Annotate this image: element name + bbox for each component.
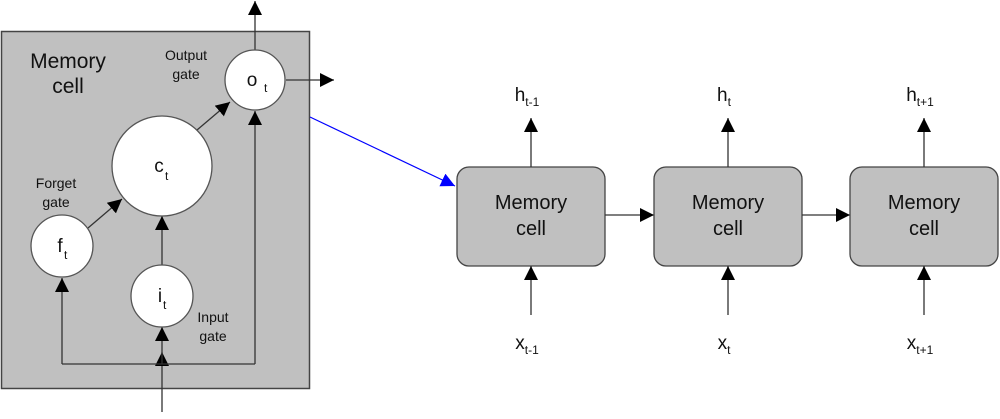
svg-text:t: t <box>64 248 68 262</box>
svg-text:gate: gate <box>199 328 226 344</box>
memory-cell-box <box>653 166 803 267</box>
input-label: xt-1 <box>515 333 539 357</box>
hidden-state-label: ht+1 <box>906 85 934 109</box>
svg-text:t: t <box>165 169 169 183</box>
svg-text:o: o <box>247 70 258 91</box>
svg-text:gate: gate <box>42 194 69 210</box>
unrolled-chain: Memory cell ht-1 xt-1 Memory cell ht xt Memory ce… <box>456 85 999 357</box>
hidden-state-label: ht-1 <box>515 85 540 109</box>
svg-text:t: t <box>264 81 268 95</box>
memory-cell-box <box>456 166 606 267</box>
chain-cell-1: Memory cell ht xt <box>653 85 850 357</box>
svg-text:i: i <box>158 286 162 307</box>
cell-state: c t <box>111 115 213 217</box>
input-label: xt+1 <box>907 333 934 357</box>
svg-text:Output: Output <box>165 47 207 63</box>
svg-text:t: t <box>163 298 167 312</box>
input-gate: i t Input gate <box>130 264 229 344</box>
cell-label-2: cell <box>909 218 939 240</box>
output-gate: o t Output gate <box>165 47 286 111</box>
connections <box>55 1 334 412</box>
hidden-state-label: ht <box>717 85 732 109</box>
cell-label-2: cell <box>713 218 743 240</box>
svg-text:c: c <box>154 156 164 177</box>
svg-text:Forget: Forget <box>36 175 77 191</box>
arrow-forget-to-cell <box>87 198 123 229</box>
cell-label-2: cell <box>516 218 546 240</box>
forget-gate: f t Forget gate <box>30 175 94 278</box>
memory-cell-title-2: cell <box>52 75 84 98</box>
memory-cell-title: Memory <box>30 50 106 73</box>
svg-text:Input: Input <box>197 309 228 325</box>
cell-label: Memory <box>495 192 567 214</box>
chain-cell-2: Memory cell ht+1 xt+1 <box>849 85 999 357</box>
cell-label: Memory <box>888 192 960 214</box>
svg-text:gate: gate <box>172 66 199 82</box>
chain-cell-0: Memory cell ht-1 xt-1 <box>456 85 654 357</box>
memory-cell-detail: Memory cell o t Output gate c t <box>0 1 334 412</box>
input-label: xt <box>718 333 732 357</box>
cell-label: Memory <box>692 192 764 214</box>
arrow-cell-to-output <box>196 101 231 131</box>
svg-text:f: f <box>57 236 63 257</box>
zoom-link-arrow <box>309 116 456 187</box>
memory-cell-box <box>849 166 999 267</box>
